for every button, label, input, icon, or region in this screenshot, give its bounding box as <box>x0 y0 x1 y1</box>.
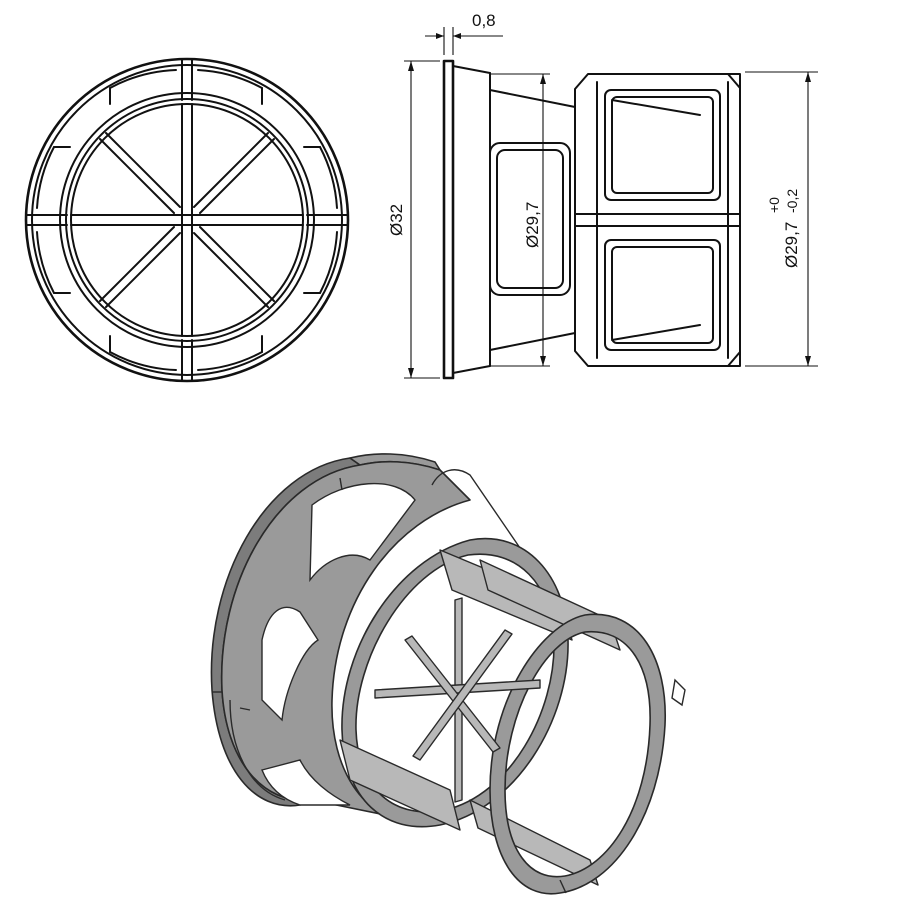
flange-thickness-label: 0,8 <box>472 11 496 30</box>
inner-diameter-label: Ø29,7 <box>523 202 542 248</box>
tolerance-upper-label: +0 <box>766 197 782 213</box>
tolerance-lower-label: -0,2 <box>784 189 800 213</box>
outer-diameter-label: Ø32 <box>387 204 406 236</box>
isometric-view <box>210 453 686 895</box>
front-view <box>24 57 350 383</box>
side-view: 0,8 Ø32 Ø29,7 Ø29,7 +0 -0,2 <box>387 11 818 380</box>
iso-spokes <box>374 597 541 803</box>
tolerance-diameter-label: Ø29,7 <box>782 222 801 268</box>
